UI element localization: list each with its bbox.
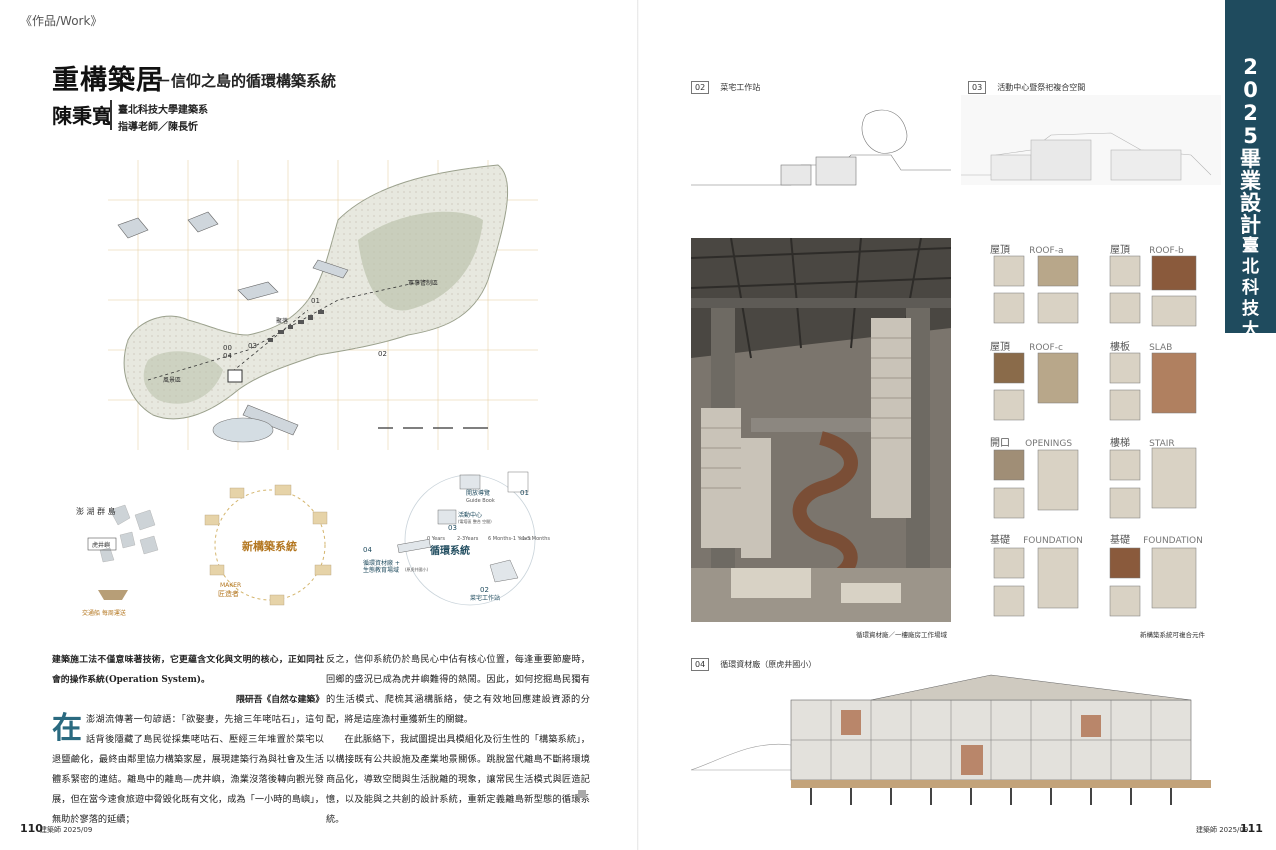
sec02-header: 02 菜宅工作站 [691, 75, 760, 94]
diag-maker-cn: 匠造者 [218, 589, 239, 598]
author-advisor: 指導老師／陳長忻 [118, 122, 198, 133]
diag-n04-cn: 循環資材廠 + [363, 559, 400, 567]
photo-caption: 循環資材廠／一樓廠房工作場域 [856, 631, 947, 639]
body-column-1: 建築施工法不僅意味著技術，它更蘊含文化與文明的核心，正如同社會的操作系統(Ope… [52, 650, 324, 830]
author-school: 臺北科技大學建築系 [118, 105, 208, 116]
grid-label-foundation-2: 基礎 FOUNDATION [1110, 535, 1203, 546]
diag-n01-cn: 開放導覽 [466, 489, 490, 497]
map-marker-04: 04 [223, 352, 232, 360]
component-grid: 屋頂 ROOF-a 屋頂 ROOF-b 屋頂 ROOF-c 樓板 SLAB 開口… [990, 238, 1212, 622]
article-title: 重構築居 [52, 65, 164, 96]
right-page-number: 111 [1240, 822, 1263, 835]
end-mark-icon [578, 790, 586, 798]
elevation-drawings [691, 95, 1221, 205]
diag-n04-sub: 生態教育場域 [363, 566, 399, 574]
sec03-header: 03 活動中心暨祭祀複合空間 [968, 75, 1085, 94]
paragraph-3: 在此脈絡下，我試圖提出具模組化及衍生性的「構築系統」，以構接既有公共設施及產業地… [326, 734, 590, 825]
sec04-label: 循環資材廠（原虎井國小） [720, 660, 817, 669]
workshop-photo [691, 238, 951, 622]
sec04-header: 04 循環資材廠（原虎井國小） [691, 652, 816, 671]
sec02-label: 菜宅工作站 [720, 83, 761, 92]
diag-cycle-system: 循環系統 [430, 544, 470, 557]
author-name: 陳秉寬 [52, 104, 112, 128]
diag-transport: 交通船 每周運送 [82, 609, 126, 617]
diag-n02-cn: 菜宅工作站 [470, 594, 500, 602]
left-page-number: 110 [20, 822, 43, 835]
left-publication: 建築師 2025/09 [40, 826, 93, 834]
diag-new-system: 新構築系統 [242, 539, 297, 553]
right-publication: 建築師 2025/09 [1196, 826, 1249, 834]
diag-time-4: 1-3 Months [522, 536, 550, 542]
sec03-number: 03 [968, 81, 987, 94]
diag-n04: 04 [363, 546, 372, 554]
paragraph-2: 反之，信仰系統仍於島民心中佔有核心位置，每逢重要節慶時，回鄉的盛況已成為虎井嶼難… [326, 654, 590, 725]
diag-n04-tiny: (原虎井國小) [405, 566, 429, 572]
paragraph-1: 在澎湖流傳著一句諺語：「欲娶妻，先搶三年咾咕石」，這句話背後隱藏了島民從採集咾咕… [52, 711, 324, 826]
grid-label-roof-c: 屋頂 ROOF-c [990, 342, 1063, 353]
grid-label-slab: 樓板 SLAB [1110, 342, 1173, 353]
diag-time-2: 2-3Years [457, 536, 479, 542]
diag-time-1: 0 Years [427, 536, 445, 542]
page-spine [637, 0, 639, 850]
author-divider [110, 100, 112, 130]
diag-n03-sub: (電塔區 整合 空間) [458, 518, 492, 524]
diag-n03-cn: 活動中心 [458, 511, 482, 519]
map-marker-02: 02 [378, 350, 387, 358]
map-label-military: 軍事管制區 [408, 279, 438, 287]
grid-label-stair: 樓梯 STAIR [1110, 438, 1175, 449]
diag-time-3: 6 Months-1 Years [488, 536, 531, 542]
grid-label-openings: 開口 OPENINGS [990, 438, 1073, 449]
grid-label-roof-a: 屋頂 ROOF-a [990, 245, 1064, 256]
map-marker-01: 01 [311, 297, 320, 305]
map-marker-03: 03 [248, 342, 257, 350]
diag-n02: 02 [480, 586, 489, 594]
diag-hujing: 虎井嶼 [92, 541, 110, 549]
diag-n03: 03 [448, 524, 457, 532]
grid-label-roof-b: 屋頂 ROOF-b [1110, 245, 1184, 256]
map-label-village: 聚落 [276, 317, 288, 325]
map-marker-00: 00 [223, 344, 232, 352]
system-diagram: 澎 湖 群 島 虎井嶼 交通船 每周運送 新構築系統 MAKER 匠造者 循環系… [70, 470, 560, 630]
island-map: 軍事管制區 聚落 風景區 01 02 00 03 04 [108, 160, 538, 460]
diag-island-title: 澎 湖 群 島 [76, 506, 116, 516]
sidebar-title: 畢業設計 [1240, 147, 1261, 237]
section-drawing [690, 670, 1221, 810]
body-column-2: 反之，信仰系統仍於島民心中佔有核心位置，每逢重要節慶時，回鄉的盛況已成為虎井嶼難… [326, 650, 590, 830]
breadcrumb: 《作品/Work》 [20, 14, 103, 28]
article-subtitle: －信仰之島的循環構築系統 [156, 72, 337, 90]
diag-maker-en: MAKER [220, 582, 241, 589]
sec02-number: 02 [691, 81, 710, 94]
sec04-number: 04 [691, 658, 710, 671]
sidebar-university: 臺北 科技 大學 [1242, 236, 1259, 361]
epigraph: 建築施工法不僅意味著技術，它更蘊含文化與文明的核心，正如同社會的操作系統(Ope… [52, 655, 324, 685]
grid-caption: 新構築系統可複合元件 [1140, 631, 1205, 639]
diag-n01-en: Guide Book [466, 498, 495, 504]
drop-cap: 在 [52, 711, 82, 746]
map-label-scenic: 風景區 [163, 377, 181, 384]
sec03-label: 活動中心暨祭祀複合空間 [997, 83, 1086, 92]
diag-n01: 01 [520, 489, 529, 497]
epigraph-source: 隈研吾《自然な建築》 [236, 695, 324, 705]
grid-label-foundation-1: 基礎 FOUNDATION [990, 535, 1083, 546]
